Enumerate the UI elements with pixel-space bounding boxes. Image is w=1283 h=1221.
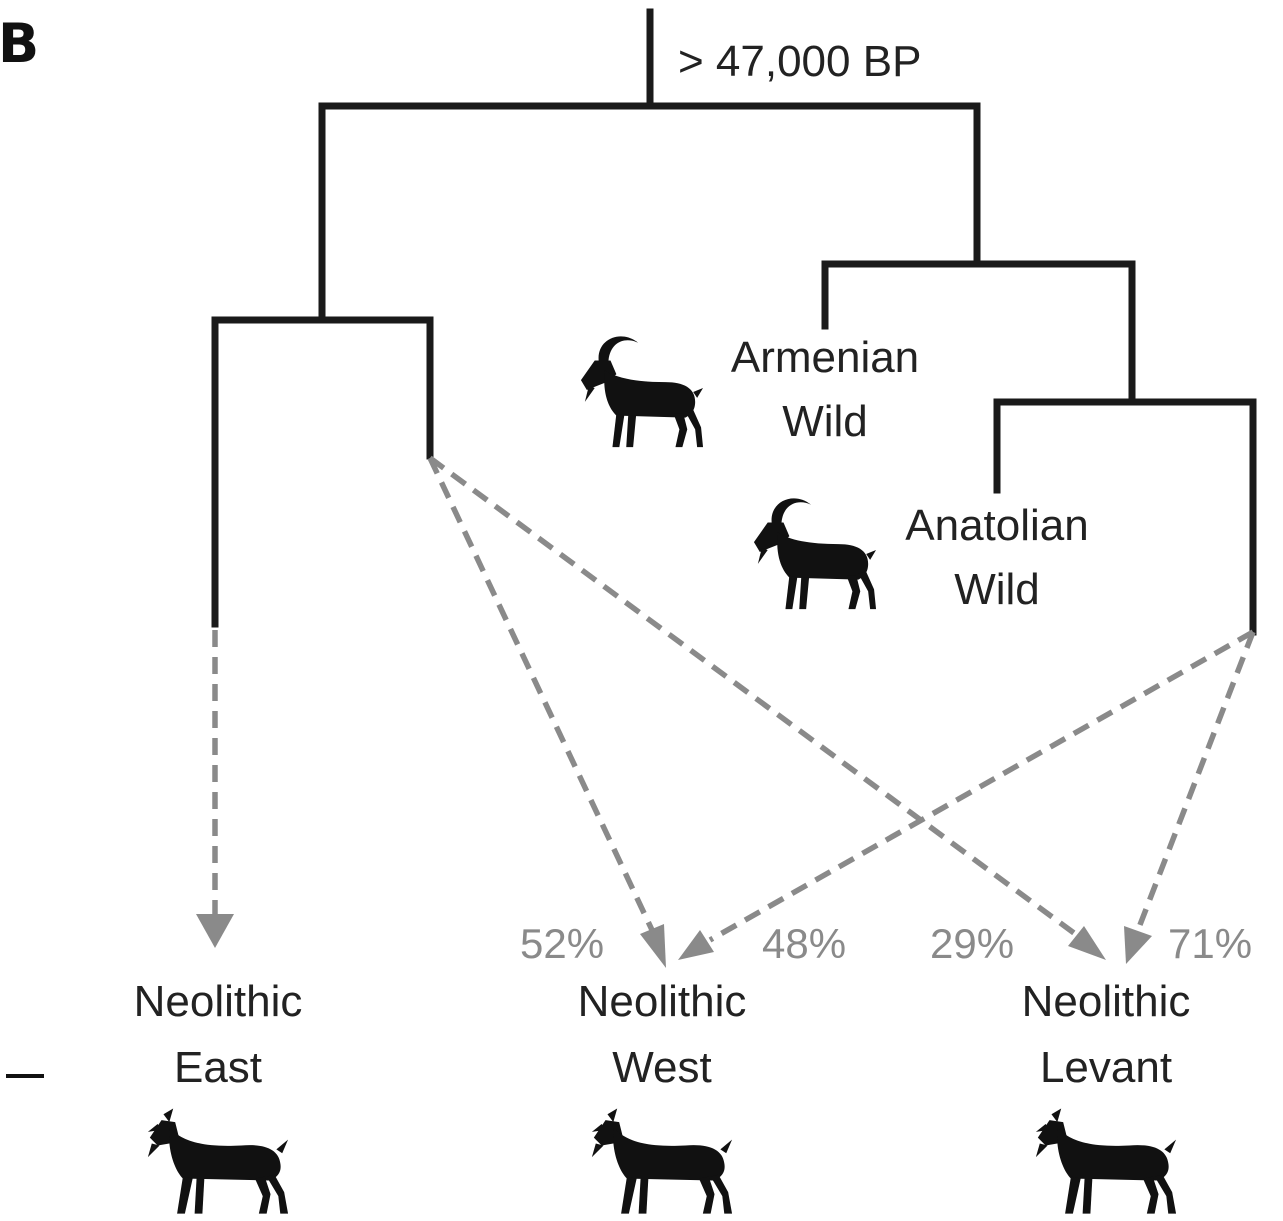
pct-levant-left: 29%	[930, 920, 1014, 967]
root-date-label: > 47,000 BP	[678, 37, 921, 86]
flow-to-west-from-anatolian	[710, 632, 1253, 940]
arrowhead-west-left	[640, 924, 666, 968]
gene-flow-arrows	[196, 458, 1253, 968]
east-west-clade-branch	[215, 320, 430, 624]
flow-to-west-from-clade	[430, 458, 652, 930]
domestic-group-east: Neolithic East	[134, 977, 303, 1214]
arrowhead-levant-right	[1124, 926, 1152, 964]
ibex-icon	[581, 336, 703, 447]
wild-label-line1: Armenian	[731, 333, 919, 382]
arrowhead-east	[196, 914, 234, 948]
panel-letter: B	[0, 12, 39, 75]
pct-west-left: 52%	[520, 920, 604, 967]
goat-icon	[1036, 1108, 1176, 1213]
wild-group-armenian: Armenian Wild	[581, 333, 919, 447]
domestic-label-line1: Neolithic	[578, 977, 747, 1026]
goat-icon	[148, 1108, 288, 1213]
phylogenetic-tree	[215, 12, 1253, 632]
root-split-branch	[322, 106, 977, 316]
domestic-label-line2: Levant	[1040, 1043, 1172, 1092]
domestic-label-line1: Neolithic	[1022, 977, 1191, 1026]
domestic-group-levant: Neolithic Levant	[1022, 977, 1191, 1214]
arrowhead-west-right	[678, 930, 714, 960]
wild-label-line1: Anatolian	[905, 501, 1088, 550]
domestic-group-west: Neolithic West	[578, 977, 747, 1214]
wild-label-line2: Wild	[782, 397, 868, 446]
goat-icon	[592, 1108, 732, 1213]
flow-to-levant-from-anatolian	[1138, 632, 1253, 930]
pct-west-right: 48%	[762, 920, 846, 967]
wild-group-anatolian: Anatolian Wild	[754, 498, 1089, 614]
ibex-icon	[754, 498, 876, 609]
domestic-label-line1: Neolithic	[134, 977, 303, 1026]
domestic-label-line2: West	[612, 1043, 711, 1092]
pct-levant-right: 71%	[1168, 920, 1252, 967]
domestic-label-line2: East	[174, 1043, 262, 1092]
wild-label-line2: Wild	[954, 565, 1040, 614]
